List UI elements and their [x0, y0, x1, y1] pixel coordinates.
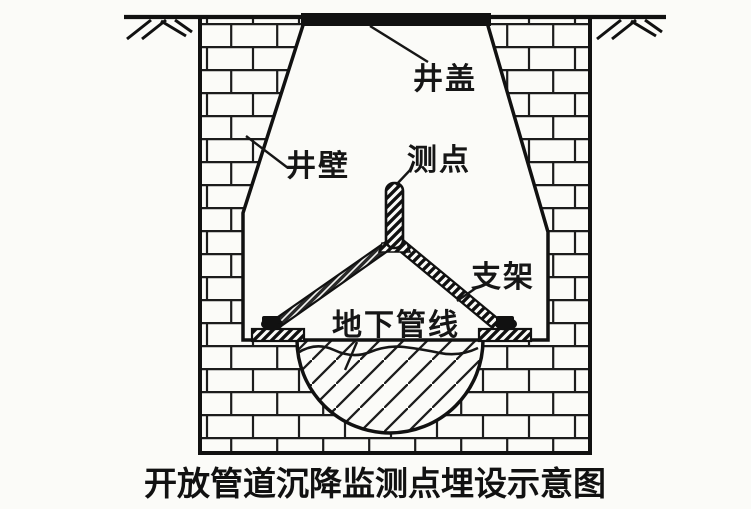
anchor-plate-left: [250, 327, 306, 343]
leader-pipeline: [343, 341, 359, 371]
leader-well-cover: [369, 24, 429, 64]
label-well-cover: 井盖: [413, 63, 477, 96]
leader-well-wall: [245, 135, 289, 169]
anchor-bolt-right: [495, 316, 517, 331]
pipe-soil-line: [297, 345, 479, 357]
soil-hatch-right: [596, 18, 663, 41]
label-measuring-point: 测点: [407, 144, 471, 177]
figure-caption: 开放管道沉降监测点埋设示意图: [144, 465, 606, 503]
anchor-bolt-left: [261, 316, 283, 331]
soil-hatch-left: [126, 18, 193, 41]
leader-measuring-point: [395, 167, 413, 186]
anchor-plate-right: [477, 327, 533, 343]
label-bracket: 支架: [471, 261, 535, 294]
leader-bracket: [456, 287, 477, 302]
underground-pipe: [295, 338, 485, 435]
label-well-wall: 井壁: [286, 150, 350, 183]
measuring-rod: [384, 181, 405, 250]
well-cover-slab: [301, 13, 491, 26]
label-underground-pipeline: 地下管线: [332, 309, 460, 342]
